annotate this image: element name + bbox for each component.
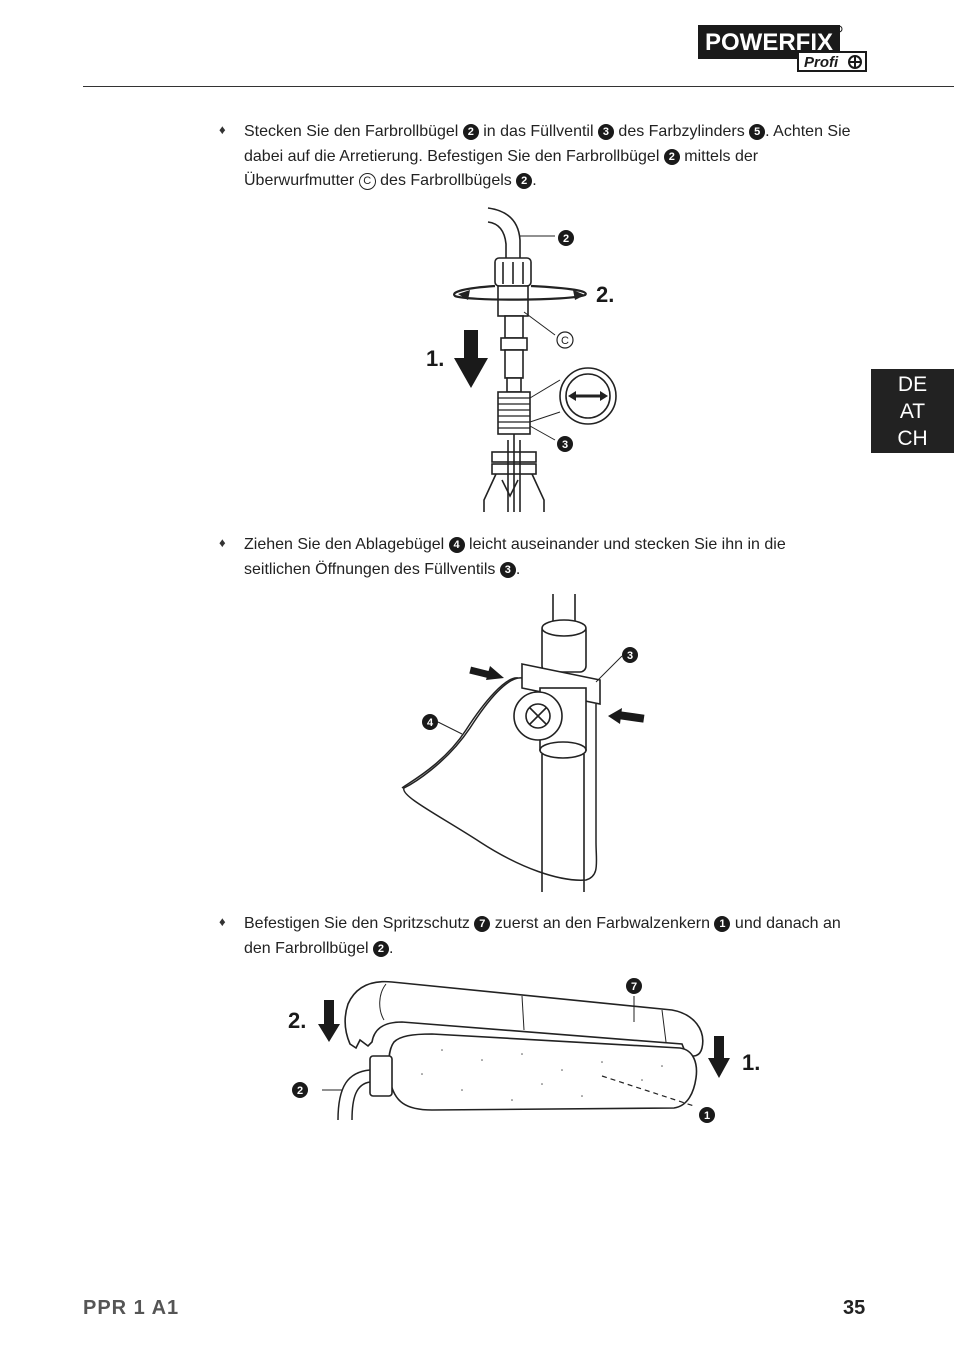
part-number-badge: 1	[714, 916, 731, 932]
step-2-marker: 2.	[596, 282, 614, 307]
part-letter-badge: C	[358, 173, 376, 190]
label-handle: 2	[297, 1085, 303, 1097]
language-tab: DE AT CH	[871, 369, 954, 453]
figure-valve-assembly: 1. 2. 2 C 3	[426, 207, 617, 512]
part-number-badge: 2	[462, 124, 479, 140]
label-valve: 3	[627, 650, 633, 662]
step-1-text: Stecken Sie den Farbrollbügel 2 in das F…	[244, 123, 851, 190]
bullet-icon: ♦	[219, 535, 226, 550]
lang-de: DE	[897, 373, 928, 396]
label-core: 1	[704, 1110, 710, 1122]
part-number-badge: 2	[516, 173, 533, 189]
figure-splash-guard: 2. 1. 7 1 2	[288, 978, 760, 1123]
step-1-marker: 1.	[426, 346, 444, 371]
label-valve: 3	[562, 439, 568, 451]
step-3-text: Befestigen Sie den Spritzschutz 7 zuerst…	[244, 915, 841, 957]
label-handle: 2	[563, 233, 569, 245]
part-number-badge: 4	[448, 537, 465, 553]
lang-ch: CH	[897, 427, 928, 450]
label-guard: 7	[631, 981, 637, 993]
step-2-marker: 2.	[288, 1008, 306, 1033]
bullet-icon: ♦	[219, 914, 226, 929]
label-stand: 4	[427, 717, 434, 729]
part-number-badge: 2	[372, 940, 389, 957]
part-number-badge: 3	[499, 561, 516, 578]
step-1-marker: 1.	[742, 1050, 760, 1075]
powerfix-logo: POWERFIX Profi	[698, 25, 870, 78]
label-nut: C	[561, 335, 569, 347]
part-number-badge: 3	[597, 124, 614, 140]
lang-at: AT	[899, 400, 926, 423]
step-2-text: Ziehen Sie den Ablagebügel 4 leicht ause…	[244, 536, 786, 578]
bullet-icon: ♦	[219, 122, 226, 137]
part-number-badge: 7	[474, 916, 491, 932]
footer-model: PPR 1 A1	[83, 1297, 180, 1319]
sub-brand-text: Profi	[804, 54, 839, 71]
figure-stand-bracket: 3 4	[401, 594, 645, 892]
header-rule	[83, 86, 954, 87]
page-number: 35	[843, 1297, 866, 1319]
part-number-badge: 5	[749, 124, 766, 140]
part-number-badge: 2	[663, 148, 680, 165]
